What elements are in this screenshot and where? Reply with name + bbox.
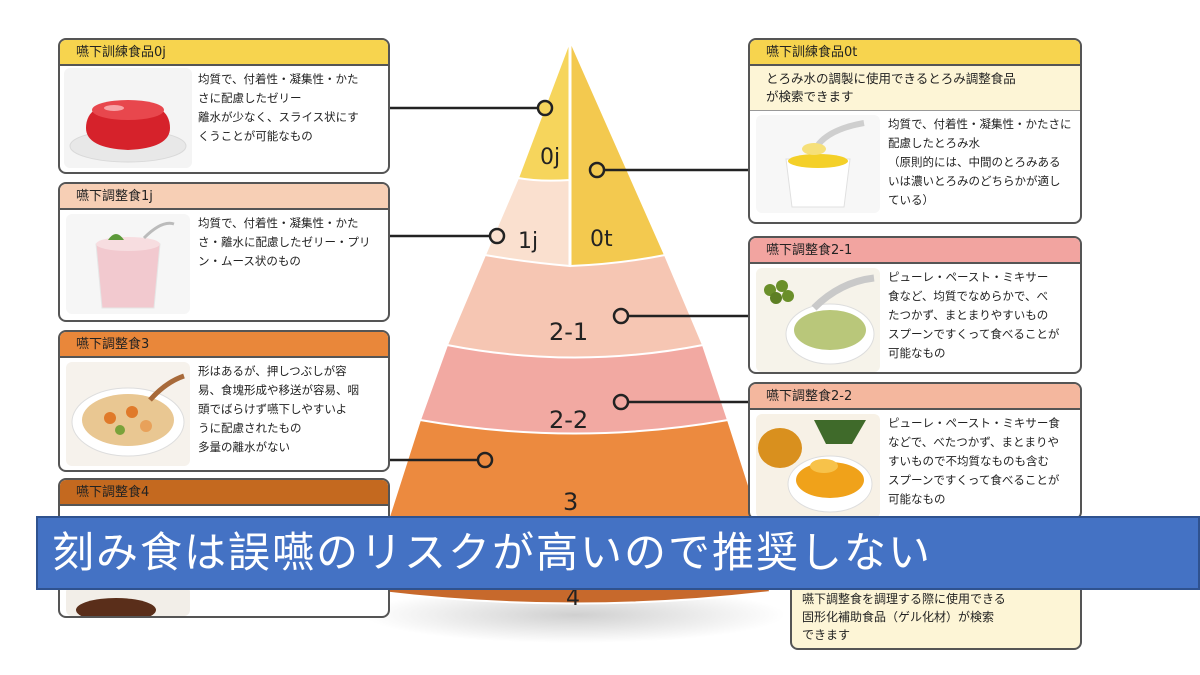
card-gel-description: 嚥下調整食を調理する際に使用できる 固形化補助食品（ゲル化材）が検索 できます <box>802 590 1074 644</box>
card-4-title: 嚥下調整食4 <box>60 480 388 506</box>
pyramid-level-0t <box>570 40 665 266</box>
card-1j-description: 均質で、付着性・凝集性・かた さ・離水に配慮したゼリー・プリ ン・ムース状のもの <box>198 214 382 271</box>
card-2-2-description: ピューレ・ペースト・ミキサー食 などで、べたつかず、まとまりや すいもので不均質… <box>888 414 1074 509</box>
card-2-1: 嚥下調整食2-1 ピューレ・ペースト・ミキサー 食など、均質でなめらかで、べ た… <box>748 236 1082 374</box>
connector-dot-2-2 <box>614 395 628 409</box>
card-0j-description: 均質で、付着性・凝集性・かた さに配慮したゼリー 離水が少なく、スライス状にす … <box>198 70 382 146</box>
connector-dot-1j <box>490 229 504 243</box>
connector-dot-0j <box>538 101 552 115</box>
connector-dot-3 <box>478 453 492 467</box>
card-2-1-title: 嚥下調整食2-1 <box>750 238 1080 264</box>
pudding-image <box>66 214 190 314</box>
level-label-2-2: 2-2 <box>549 406 588 434</box>
thick-water-image <box>756 115 880 213</box>
card-0j: 嚥下訓練食品0j 均質で、付着性・凝集性・かた さに配慮したゼリー 離水が少なく… <box>58 38 390 174</box>
warning-banner: 刻み食は誤嚥のリスクが高いので推奨しない <box>36 516 1200 590</box>
green-puree-image <box>756 268 880 372</box>
card-0t-subtitle: とろみ水の調製に使用できるとろみ調整食品 が検索できます <box>750 66 1080 111</box>
card-0j-title: 嚥下訓練食品0j <box>60 40 388 66</box>
level-label-0j: 0j <box>540 145 560 170</box>
card-0t: 嚥下訓練食品0t とろみ水の調製に使用できるとろみ調整食品 が検索できます 均質… <box>748 38 1082 224</box>
card-1j-title: 嚥下調整食1j <box>60 184 388 210</box>
card-3-title: 嚥下調整食3 <box>60 332 388 358</box>
level-label-0t: 0t <box>590 227 613 252</box>
level-label-3: 3 <box>563 488 578 516</box>
red-jelly-image <box>64 68 192 168</box>
level-label-1j: 1j <box>518 229 538 254</box>
card-0t-title: 嚥下訓練食品0t <box>750 40 1080 66</box>
card-3: 嚥下調整食3 形はあるが、押しつぶしが容 易、食塊形成や移送が容易、咽 頭でばら… <box>58 330 390 472</box>
connector-dot-2-1 <box>614 309 628 323</box>
card-2-2: 嚥下調整食2-2 ピューレ・ペースト・ミキサー食 などで、べたつかず、まとまりや… <box>748 382 1082 520</box>
bowl-image <box>66 586 190 616</box>
card-0t-description: 均質で、付着性・凝集性・かたさに 配慮したとろみ水 （原則的には、中間のとろみあ… <box>888 115 1074 210</box>
card-2-2-title: 嚥下調整食2-2 <box>750 384 1080 410</box>
connector-dot-0t <box>590 163 604 177</box>
card-3-description: 形はあるが、押しつぶしが容 易、食塊形成や移送が容易、咽 頭でばらけず嚥下しやす… <box>198 362 382 457</box>
soft-stew-image <box>66 362 190 466</box>
card-1j: 嚥下調整食1j 均質で、付着性・凝集性・かた さ・離水に配慮したゼリー・プリ ン… <box>58 182 390 322</box>
level-label-2-1: 2-1 <box>549 318 588 346</box>
pumpkin-puree-image <box>756 414 880 518</box>
card-2-1-description: ピューレ・ペースト・ミキサー 食など、均質でなめらかで、べ たつかず、まとまりや… <box>888 268 1074 363</box>
